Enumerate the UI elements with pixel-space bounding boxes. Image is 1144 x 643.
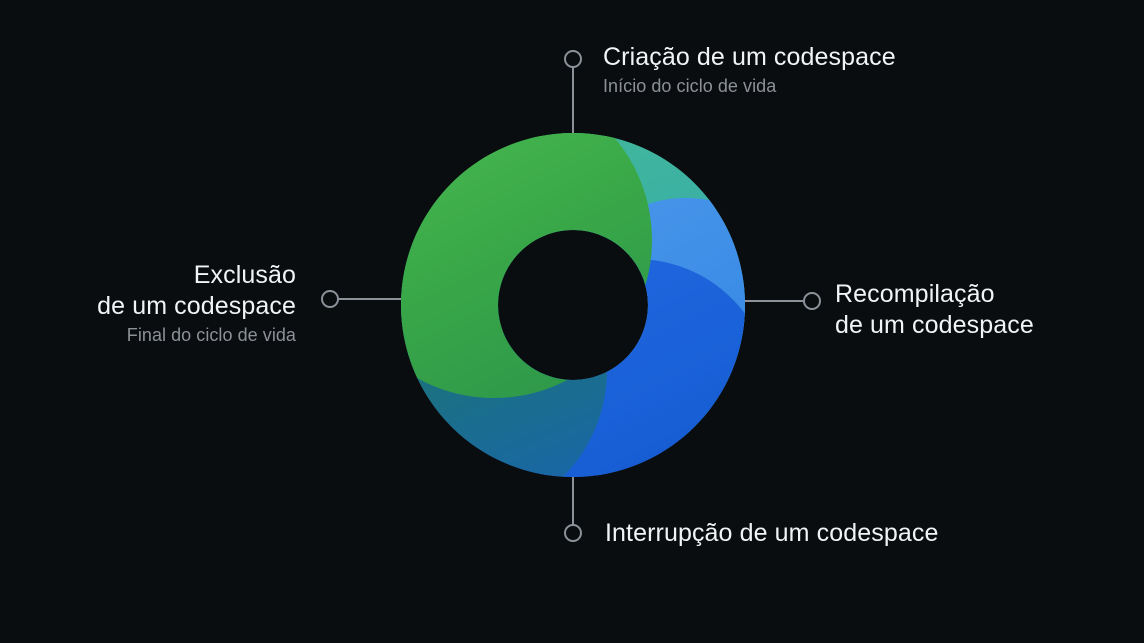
callout-stop: Interrupção de um codespace: [605, 518, 938, 549]
ring-lobe-green: [400, 133, 652, 398]
callout-stop-title: Interrupção de um codespace: [605, 519, 939, 547]
callout-creation-title: Criação de um codespace: [603, 43, 896, 71]
marker-stop[interactable]: [564, 524, 582, 542]
callout-rebuild-title: Recompilação de um codespace: [835, 280, 1034, 339]
callout-creation-subtitle: Início do ciclo de vida: [603, 76, 777, 96]
connector-markers: [321, 50, 821, 542]
marker-deletion[interactable]: [321, 290, 339, 308]
callout-rebuild: Recompilação de um codespace: [835, 279, 1034, 341]
callout-deletion-subtitle: Final do ciclo de vida: [126, 325, 296, 345]
donut-ring: [400, 133, 745, 477]
callout-creation: Criação de um codespace Início do ciclo …: [603, 42, 896, 98]
marker-creation[interactable]: [564, 50, 582, 68]
connector-lines: [338, 67, 804, 525]
callout-deletion-title: Exclusão de um codespace: [97, 261, 296, 320]
marker-rebuild[interactable]: [803, 292, 821, 310]
callout-deletion: Exclusão de um codespace Final do ciclo …: [97, 260, 296, 347]
